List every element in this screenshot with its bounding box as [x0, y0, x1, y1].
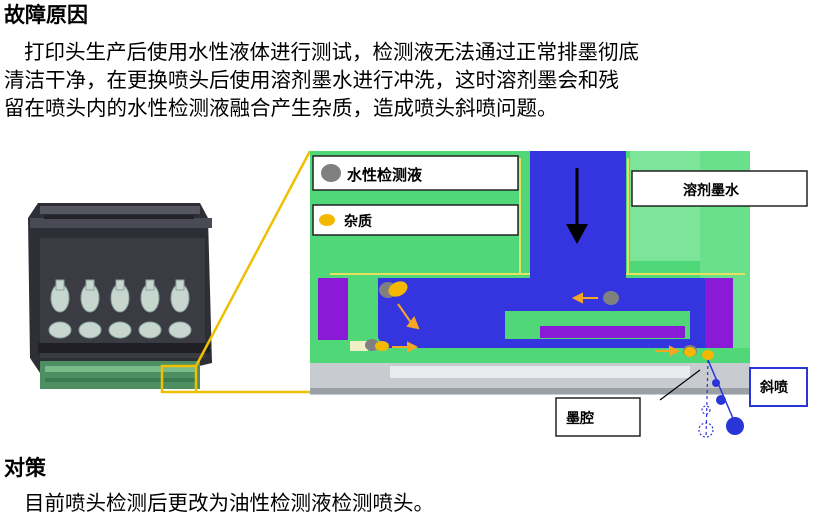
legend-water-text: 水性检测液 [347, 166, 423, 184]
zoom-line-top [194, 150, 312, 367]
solvent-label-text: 溶剂墨水 [683, 182, 740, 199]
legend-impurity-text: 杂质 [344, 213, 372, 230]
solvent-label-box [631, 170, 808, 207]
oblique-label-box [749, 367, 808, 407]
section-heading-measure: 对策 [4, 455, 46, 480]
cross-section [310, 151, 808, 395]
nozzle-label-text: 墨腔 [566, 410, 594, 427]
measure-paragraph: 目前喷头检测后更改为油性检测液检测喷头。 [24, 491, 434, 515]
cause-line-3: 留在喷头内的水性检测液融合产生杂质，造成喷头斜喷问题。 [4, 96, 558, 120]
cause-line-1: 打印头生产后使用水性液体进行测试，检测液无法通过正常排墨彻底 [24, 40, 639, 64]
cause-paragraph: 打印头生产后使用水性液体进行测试，检测液无法通过正常排墨彻底 清洁干净，在更换喷… [4, 38, 639, 122]
nozzle-label-box [555, 397, 641, 437]
legend-impurity-box [312, 204, 519, 236]
section-heading-cause: 故障原因 [4, 2, 88, 27]
cause-line-2: 清洁干净，在更换喷头后使用溶剂墨水进行冲洗，这时溶剂墨会和残 [4, 68, 619, 92]
oblique-jet [659, 359, 744, 439]
printhead-illustration [28, 203, 212, 394]
printhead-diagram: 水性检测液 杂质 溶剂墨水 墨腔 斜喷 [28, 150, 808, 439]
legend-water-box [312, 155, 519, 191]
oblique-label-text: 斜喷 [759, 379, 788, 396]
solvent-channel [378, 151, 705, 348]
